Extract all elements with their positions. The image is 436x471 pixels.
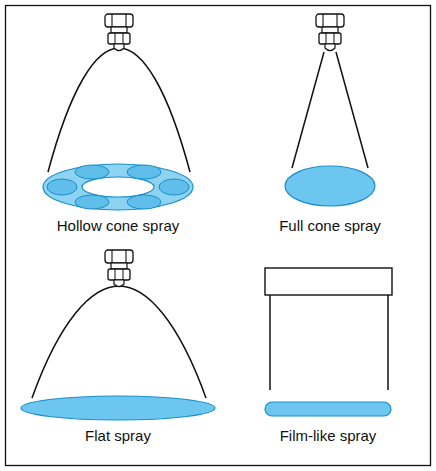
pattern-label: Flat spray: [85, 427, 151, 445]
full-cone-pattern: [285, 166, 375, 206]
outer-frame: [6, 6, 431, 466]
nozzle: [316, 14, 344, 51]
spray-outline: [48, 48, 190, 172]
pattern-label: Hollow cone spray: [57, 217, 180, 235]
spray-outline: [32, 286, 206, 398]
pattern-label: Film-like spray: [280, 427, 377, 445]
flat-spray-pattern: [21, 396, 215, 420]
nozzle: [105, 250, 133, 287]
slot-nozzle: [265, 268, 392, 295]
film-spray-pattern: [265, 402, 391, 416]
nozzle: [105, 14, 133, 51]
hollow-cone-pattern: [43, 164, 193, 210]
pattern-label: Full cone spray: [279, 217, 381, 235]
